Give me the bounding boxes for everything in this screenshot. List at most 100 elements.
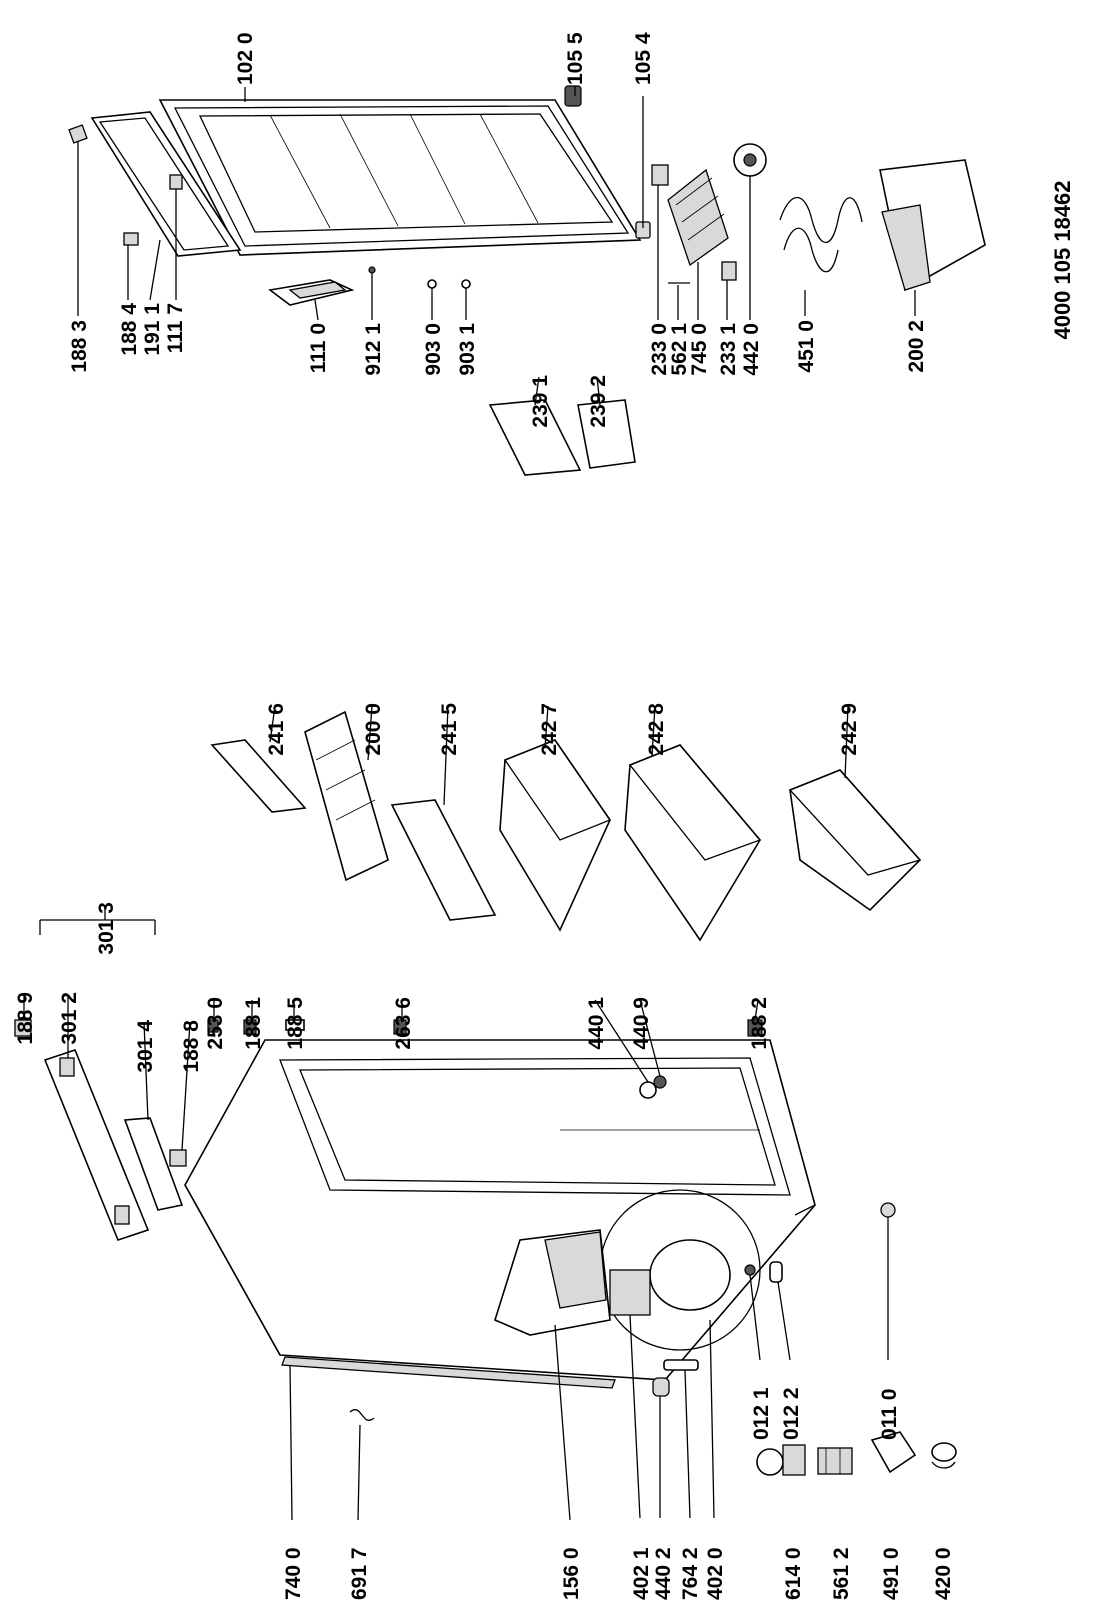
housing-200-2 bbox=[879, 159, 986, 292]
label-188-9: 188 9 bbox=[14, 992, 37, 1045]
label-156-0: 156 0 bbox=[560, 1547, 583, 1600]
part-440-2 bbox=[652, 1377, 670, 1397]
label-301-2: 301 2 bbox=[58, 992, 81, 1045]
label-188-8: 188 8 bbox=[180, 1020, 203, 1073]
label-420-0: 420 0 bbox=[932, 1547, 955, 1600]
label-764-2: 764 2 bbox=[679, 1547, 702, 1600]
part-012-1 bbox=[744, 1264, 756, 1276]
label-111-7: 111 7 bbox=[164, 303, 187, 353]
label-440-2: 440 2 bbox=[652, 1547, 675, 1600]
part-012-2 bbox=[769, 1261, 783, 1283]
part-233-1 bbox=[721, 261, 737, 281]
label-105-4: 105 4 bbox=[632, 32, 655, 85]
label-402-1: 402 1 bbox=[630, 1547, 653, 1600]
label-242-9: 242 9 bbox=[838, 703, 861, 756]
label-440-1: 440 1 bbox=[585, 997, 608, 1050]
clip-188-9 bbox=[14, 1019, 32, 1037]
relay-402-1 bbox=[609, 1269, 651, 1316]
clip-111-7 bbox=[169, 174, 183, 190]
knob-440-1 bbox=[639, 1081, 657, 1099]
label-451-0: 451 0 bbox=[795, 320, 818, 373]
label-561-2: 561 2 bbox=[830, 1547, 853, 1600]
drawer-242-9 bbox=[788, 769, 922, 912]
plate-239-2 bbox=[577, 399, 636, 469]
fan-shroud-156-0 bbox=[494, 1229, 611, 1336]
part-labels: 102 0 105 5 105 4 188 3 188 4 191 1 111 … bbox=[14, 32, 955, 1600]
part-233-0 bbox=[651, 164, 669, 186]
label-562-1: 562 1 bbox=[668, 323, 691, 376]
compressor-compartment bbox=[599, 1189, 761, 1351]
label-200-2: 200 2 bbox=[905, 320, 928, 373]
label-188-5: 188 5 bbox=[284, 997, 307, 1050]
fan-442-0 bbox=[733, 143, 767, 177]
label-745-0: 745 0 bbox=[688, 323, 711, 376]
part-614-0 bbox=[756, 1444, 806, 1476]
part-253-0 bbox=[207, 1019, 219, 1033]
base-strip-740-0 bbox=[281, 1356, 616, 1389]
leader-lines bbox=[23, 86, 916, 1521]
hinge-105-5 bbox=[564, 85, 582, 107]
panel-insert-301-4 bbox=[123, 1117, 184, 1211]
grid-200-0 bbox=[315, 739, 376, 821]
label-242-7: 242 7 bbox=[538, 703, 561, 756]
handle-111-0 bbox=[268, 279, 355, 306]
label-191-1: 191 1 bbox=[141, 303, 164, 356]
label-440-9: 440 9 bbox=[630, 997, 653, 1050]
drawer-242-7 bbox=[499, 739, 611, 932]
label-102-0: 102 0 bbox=[234, 32, 257, 85]
label-263-6: 263 6 bbox=[392, 997, 415, 1050]
label-012-1: 012 1 bbox=[750, 1387, 773, 1440]
part-691-7 bbox=[349, 1409, 375, 1421]
label-241-5: 241 5 bbox=[438, 703, 461, 756]
evaporator-745-0 bbox=[667, 168, 729, 267]
label-111-0: 111 0 bbox=[307, 323, 330, 373]
control-panel-301-2 bbox=[43, 1049, 150, 1241]
door-102-0 bbox=[158, 99, 642, 256]
label-253-0: 253 0 bbox=[204, 997, 227, 1050]
label-903-0: 903 0 bbox=[422, 323, 445, 376]
shelf-200-0 bbox=[304, 710, 389, 882]
screw-912-1 bbox=[368, 266, 376, 274]
label-105-5: 105 5 bbox=[564, 32, 587, 85]
label-239-1: 239 1 bbox=[529, 375, 552, 428]
hinge-cap-188-3 bbox=[68, 124, 88, 144]
plate-239-1 bbox=[488, 399, 582, 476]
drawer-242-8 bbox=[624, 744, 762, 942]
drawing-code: 4000 105 18462 bbox=[1050, 180, 1075, 339]
part-011-0 bbox=[880, 1202, 896, 1218]
label-691-7: 691 7 bbox=[348, 1547, 371, 1600]
label-614-0: 614 0 bbox=[782, 1547, 805, 1600]
part-263-6 bbox=[393, 1019, 407, 1035]
shelf-241-5 bbox=[390, 799, 497, 921]
screw-903-1 bbox=[461, 279, 471, 289]
label-012-2: 012 2 bbox=[780, 1387, 803, 1440]
label-233-1: 233 1 bbox=[717, 323, 740, 376]
label-491-0: 491 0 bbox=[880, 1547, 903, 1600]
door-frame-191-1 bbox=[90, 111, 242, 257]
label-233-0: 233 0 bbox=[648, 323, 671, 376]
hinge-cap-188-4 bbox=[123, 232, 139, 246]
label-402-0: 402 0 bbox=[704, 1547, 727, 1600]
label-239-2: 239 2 bbox=[587, 375, 610, 428]
label-200-0: 200 0 bbox=[362, 703, 385, 756]
condenser-451-0 bbox=[779, 197, 863, 273]
label-188-3: 188 3 bbox=[68, 320, 91, 373]
shelf-241-6 bbox=[210, 739, 307, 813]
part-491-0 bbox=[870, 1431, 917, 1474]
label-188-4: 188 4 bbox=[118, 303, 141, 356]
clip-188-8 bbox=[169, 1149, 187, 1167]
part-764-2 bbox=[663, 1359, 699, 1371]
screw-903-0 bbox=[427, 279, 437, 289]
label-912-1: 912 1 bbox=[362, 323, 385, 376]
knob-440-9 bbox=[653, 1075, 667, 1089]
label-241-6: 241 6 bbox=[265, 703, 288, 756]
label-011-0: 011 0 bbox=[878, 1389, 901, 1440]
label-301-4: 301 4 bbox=[134, 1020, 157, 1073]
cabinet bbox=[184, 1039, 816, 1381]
part-188-5 bbox=[285, 1019, 305, 1031]
part-188-1 bbox=[243, 1019, 257, 1035]
label-188-1: 188 1 bbox=[242, 997, 265, 1050]
label-740-0: 740 0 bbox=[282, 1547, 305, 1600]
label-242-8: 242 8 bbox=[645, 703, 668, 756]
